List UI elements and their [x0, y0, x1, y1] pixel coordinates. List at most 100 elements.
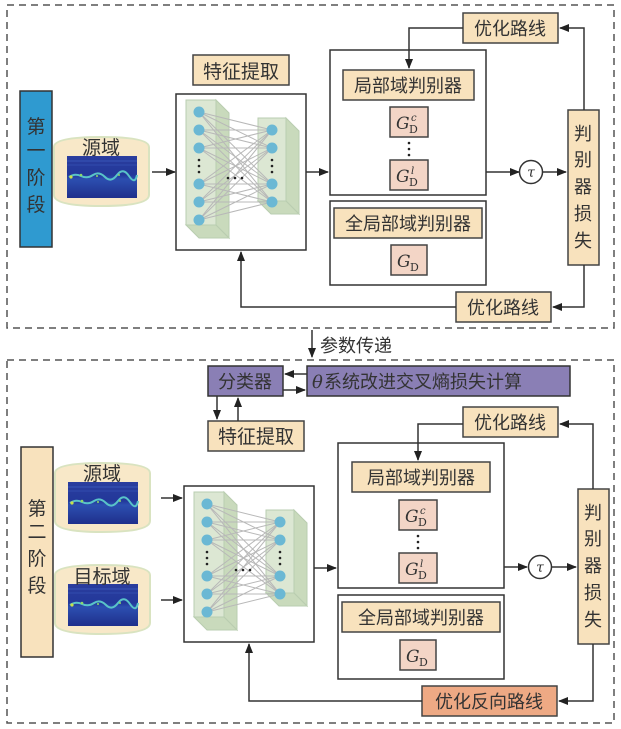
stage1-group: 第 一 阶 段 源域 特征提取 局部域判别器 G D c [6, 4, 615, 329]
loss-calculation-theta: θ [312, 372, 323, 393]
neuron-node [266, 178, 278, 190]
ellipsis-dot [197, 158, 201, 162]
loss-calculation-label: 系统改进交叉熵损失计算 [324, 372, 522, 393]
arrow-loss-to-optimize-top-2 [559, 420, 594, 489]
ellipsis-dot [205, 556, 209, 560]
stage2-label-char: 阶 [27, 548, 46, 570]
stage2-discriminator-loss-box [577, 488, 610, 645]
stage2-source-domain-cylinder: 源域 [54, 461, 151, 534]
neuron-node [274, 588, 286, 600]
stage1-source-domain-cylinder: 源域 [53, 135, 150, 208]
neuron-node [193, 106, 205, 118]
ellipsis-dot [205, 550, 209, 554]
stage1-local-discriminator-label: 局部域判别器 [354, 76, 462, 97]
neuron-node [266, 142, 278, 154]
stage1-label-char: 段 [26, 194, 45, 216]
connection [198, 183, 273, 203]
neuron-node [201, 516, 213, 528]
stage1-label-char: 第 [26, 116, 45, 138]
classifier-label: 分类器 [218, 372, 272, 393]
ellipsis-dot [270, 170, 274, 174]
neuron-node [201, 498, 213, 510]
spectrogram-image [66, 155, 138, 199]
stage2-loss-char: 失 [584, 610, 602, 631]
stage1-global-discriminator-box [333, 207, 483, 239]
stage1-global-discriminator-label: 全局部域判别器 [345, 214, 471, 235]
arrow-optimize-reverse-to-extractor [245, 643, 422, 702]
stage2-label-char: 第 [27, 498, 46, 520]
connection [198, 129, 273, 149]
connection [198, 201, 273, 221]
stage2-optimize-top-box [462, 406, 559, 438]
connection [198, 129, 273, 185]
stage1-optimize-top-label: 优化路线 [474, 19, 546, 40]
stage1-loss-char: 器 [574, 177, 592, 198]
stage1-tau-label: τ [527, 165, 535, 181]
stage2-label-char: 段 [27, 575, 46, 597]
ellipsis-dot [233, 176, 237, 180]
stage1-local-discriminator-box [342, 69, 475, 101]
arrow-optimize-top-to-local [405, 27, 463, 69]
arrow-loss-to-optimize-top [559, 24, 585, 110]
connection [206, 575, 281, 595]
stage2-gd-sub: D [419, 656, 428, 669]
connection [206, 539, 281, 613]
stage2-gd-box [399, 639, 437, 671]
stage1-gd-c-sup: c [411, 113, 417, 124]
neuron-node [193, 196, 205, 208]
stage1-gd-c-sub: D [409, 123, 418, 136]
stage1-gd-l-sup: l [411, 166, 414, 177]
stage2-label-box: 第 二 阶 段 [20, 446, 54, 658]
stage1-source-domain-label: 源域 [82, 137, 120, 159]
stage2-tau-node [527, 554, 553, 580]
connection [206, 521, 281, 613]
stage1-feature-extraction-box [192, 54, 290, 86]
spectrogram-image [67, 583, 139, 627]
stage2-gd-base: G [406, 647, 420, 667]
stage2-label-char: 二 [27, 521, 46, 543]
spectrogram-image [67, 481, 139, 525]
ellipsis-dot [270, 164, 274, 168]
stage2-global-discriminator-box [341, 601, 501, 633]
stage1-optimize-bottom-label: 优化路线 [467, 298, 539, 319]
neuron-node [193, 178, 205, 190]
stage1-loss-char: 损 [574, 204, 592, 225]
stage2-optimize-reverse-label: 优化反向路线 [435, 692, 543, 713]
neuron-node [193, 142, 205, 154]
ellipsis-dot [248, 568, 252, 572]
stage1-tau-node [518, 159, 544, 185]
stage1-optimize-top-box [462, 12, 559, 44]
neuron-node [266, 124, 278, 136]
stage2-source-domain-label: 源域 [83, 463, 121, 485]
stage1-gd-l-box [389, 159, 429, 191]
ellipsis-dot [278, 550, 282, 554]
connection [206, 575, 281, 613]
stage1-dashed-frame [6, 4, 615, 329]
stage1-optimize-bottom-box [455, 291, 552, 323]
ellipsis-dot [234, 568, 238, 572]
stage2-optimize-reverse-box [421, 685, 558, 717]
stage2-gd-l-sup: l [420, 559, 423, 570]
stage2-target-domain-label: 目标域 [73, 566, 130, 588]
stage2-group: 第 二 阶 段 分类器 θ 系统改进交叉熵损失计算 特征提取 源域 目标域 [6, 359, 615, 724]
neuron-node [201, 570, 213, 582]
stage1-loss-char: 别 [574, 150, 592, 171]
stage2-gd-l-sub: D [418, 569, 427, 582]
stage2-tau-label: τ [536, 560, 544, 576]
stage2-dashed-frame [6, 359, 615, 724]
neuron-node [193, 124, 205, 136]
classifier-box [207, 365, 284, 397]
layer-bottom [184, 224, 231, 239]
stage2-loss-char: 器 [584, 556, 602, 577]
stage1-gd-c-box [389, 106, 429, 138]
stage2-global-discriminator-label: 全局部域判别器 [358, 608, 484, 629]
ellipsis-dot [205, 562, 209, 566]
layer-side [285, 116, 300, 216]
stage2-loss-char: 损 [584, 583, 602, 604]
stage2-gd-c-sup: c [420, 506, 426, 517]
connection [198, 129, 273, 221]
arrow-optimize-bottom-to-extractor [237, 251, 456, 308]
stage2-gd-c-box [398, 499, 438, 531]
ellipsis-dot [241, 568, 245, 572]
